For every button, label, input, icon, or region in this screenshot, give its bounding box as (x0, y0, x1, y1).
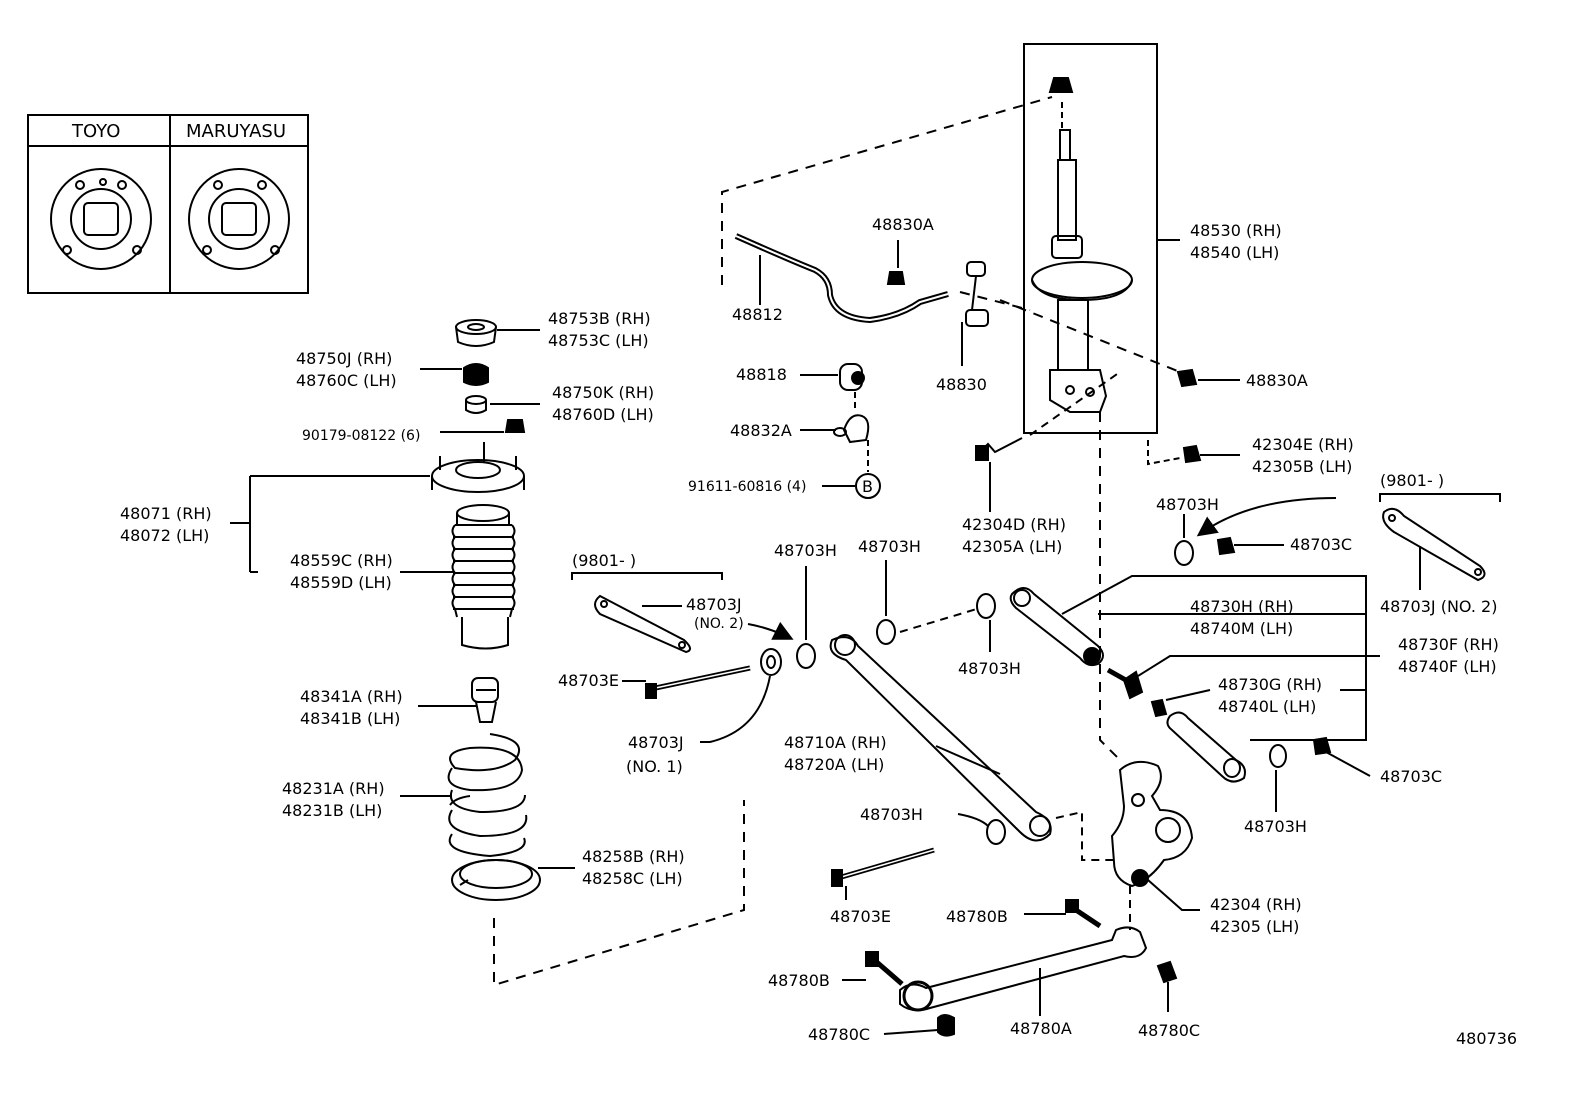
label-42304D: 42304D (RH) (962, 515, 1066, 534)
label-48341A: 48341A (RH) (300, 687, 403, 706)
upper-cushion-drawing (455, 319, 497, 347)
figure-number: 480736 (1456, 1029, 1517, 1048)
label-48720A: 48720A (LH) (784, 755, 884, 774)
label-48703J-no2-left: 48703J (686, 595, 742, 614)
label-42305: 42305 (LH) (1210, 917, 1299, 936)
label-48740M: 48740M (LH) (1190, 619, 1293, 638)
maruyasu-mount-plate-drawing (188, 168, 290, 270)
label-48832A: 48832A (730, 421, 792, 440)
label-42304: 42304 (RH) (1210, 895, 1302, 914)
label-48703J-no2-right: 48703J (NO. 2) (1380, 597, 1497, 616)
label-ref-b: B (862, 477, 873, 496)
label-48703H-f: 48703H (860, 805, 923, 824)
mount-nut-drawing (504, 419, 526, 433)
upper-arm-48730H-drawing (1009, 587, 1104, 667)
strut-rod-no2-left-drawing (594, 594, 691, 654)
label-48559C: 48559C (RH) (290, 551, 393, 570)
label-48753C: 48753C (LH) (548, 331, 649, 350)
label-48703J-no2-left-sub: (NO. 2) (694, 616, 744, 632)
coil-spring-drawing (447, 733, 528, 858)
lower-arms-assembly (571, 493, 1501, 1037)
reference-b-circle (855, 473, 881, 499)
label-48750K: 48750K (RH) (552, 383, 654, 402)
label-48760D: 48760D (LH) (552, 405, 654, 424)
label-48341B: 48341B (LH) (300, 709, 400, 728)
toyo-mount-plate-drawing (50, 168, 152, 270)
label-48231B: 48231B (LH) (282, 801, 382, 820)
label-48780C-left: 48780C (808, 1025, 870, 1044)
label-48710A: 48710A (RH) (784, 733, 887, 752)
label-48703H-b: 48703H (858, 537, 921, 556)
lower-arm-48780A-drawing (899, 926, 1148, 1037)
label-48780C-right: 48780C (1138, 1021, 1200, 1040)
label-48703E-top: 48703E (558, 671, 619, 690)
strut-assembly (975, 43, 1240, 761)
label-48231A: 48231A (RH) (282, 779, 385, 798)
strut-support-drawing (431, 442, 525, 493)
inset-header-toyo: TOYO (71, 121, 120, 142)
part-labels: 48753B (RH) 48753C (LH) 48750J (RH) 4876… (120, 215, 1517, 1048)
stabilizer-link-drawing (965, 261, 989, 327)
label-48730F: 48730F (RH) (1398, 635, 1499, 654)
label-48703C-top: 48703C (1290, 535, 1352, 554)
strut-rod-no2-right-drawing (1382, 507, 1486, 582)
stabilizer-assembly (721, 96, 1181, 499)
label-48750J: 48750J (RH) (296, 349, 392, 368)
label-48071: 48071 (RH) (120, 504, 212, 523)
dust-boot-drawing (451, 504, 516, 650)
label-48258C: 48258C (LH) (582, 869, 683, 888)
label-48830A-right: 48830A (1246, 371, 1308, 390)
label-9801-right: (9801- ) (1380, 471, 1444, 490)
label-48830A-top: 48830A (872, 215, 934, 234)
label-48780B-left: 48780B (768, 971, 830, 990)
label-48730G: 48730G (RH) (1218, 675, 1322, 694)
collar-drawing (465, 395, 487, 414)
label-48730H: 48730H (RH) (1190, 597, 1294, 616)
label-48780B-top: 48780B (946, 907, 1008, 926)
label-90179: 90179-08122 (6) (302, 428, 420, 444)
label-42305B: 42305B (LH) (1252, 457, 1352, 476)
label-48703H-c: 48703H (958, 659, 1021, 678)
upper-arm-48730G-drawing (1166, 711, 1246, 783)
label-48753B: 48753B (RH) (548, 309, 651, 328)
label-48830: 48830 (936, 375, 987, 394)
label-48258B: 48258B (RH) (582, 847, 685, 866)
label-48703C-bottom: 48703C (1380, 767, 1442, 786)
rear-axle-carrier-drawing (1110, 760, 1194, 888)
label-48703H-e: 48703H (1244, 817, 1307, 836)
label-48740F: 48740F (LH) (1398, 657, 1497, 676)
label-91611: 91611-60816 (4) (688, 479, 806, 495)
label-42305A: 42305A (LH) (962, 537, 1062, 556)
bump-stopper-drawing (471, 677, 499, 723)
label-48703H-a: 48703H (774, 541, 837, 560)
label-48703J-no1: 48703J (628, 733, 684, 752)
supplier-inset (27, 114, 309, 294)
label-48703E-bottom: 48703E (830, 907, 891, 926)
left-column-parts (230, 319, 745, 987)
label-48780A: 48780A (1010, 1019, 1072, 1038)
label-48760C: 48760C (LH) (296, 371, 397, 390)
label-48703J-no1-sub: (NO. 1) (626, 757, 683, 776)
label-48559D: 48559D (LH) (290, 573, 392, 592)
label-48530: 48530 (RH) (1190, 221, 1282, 240)
label-48740L: 48740L (LH) (1218, 697, 1316, 716)
label-48072: 48072 (LH) (120, 526, 209, 545)
spring-insulator-drawing (451, 859, 541, 901)
label-9801-left: (9801- ) (572, 551, 636, 570)
label-48703H-d: 48703H (1156, 495, 1219, 514)
stabilizer-bracket-drawing (833, 414, 870, 444)
label-48540: 48540 (LH) (1190, 243, 1279, 262)
label-48818: 48818 (736, 365, 787, 384)
upper-nut-drawing (463, 363, 489, 386)
lower-arm-48710A-drawing (829, 634, 1052, 842)
label-48812: 48812 (732, 305, 783, 324)
label-42304E: 42304E (RH) (1252, 435, 1354, 454)
inset-header-maruyasu: MARUYASU (186, 121, 286, 142)
stabilizer-bushing-drawing (839, 363, 865, 391)
